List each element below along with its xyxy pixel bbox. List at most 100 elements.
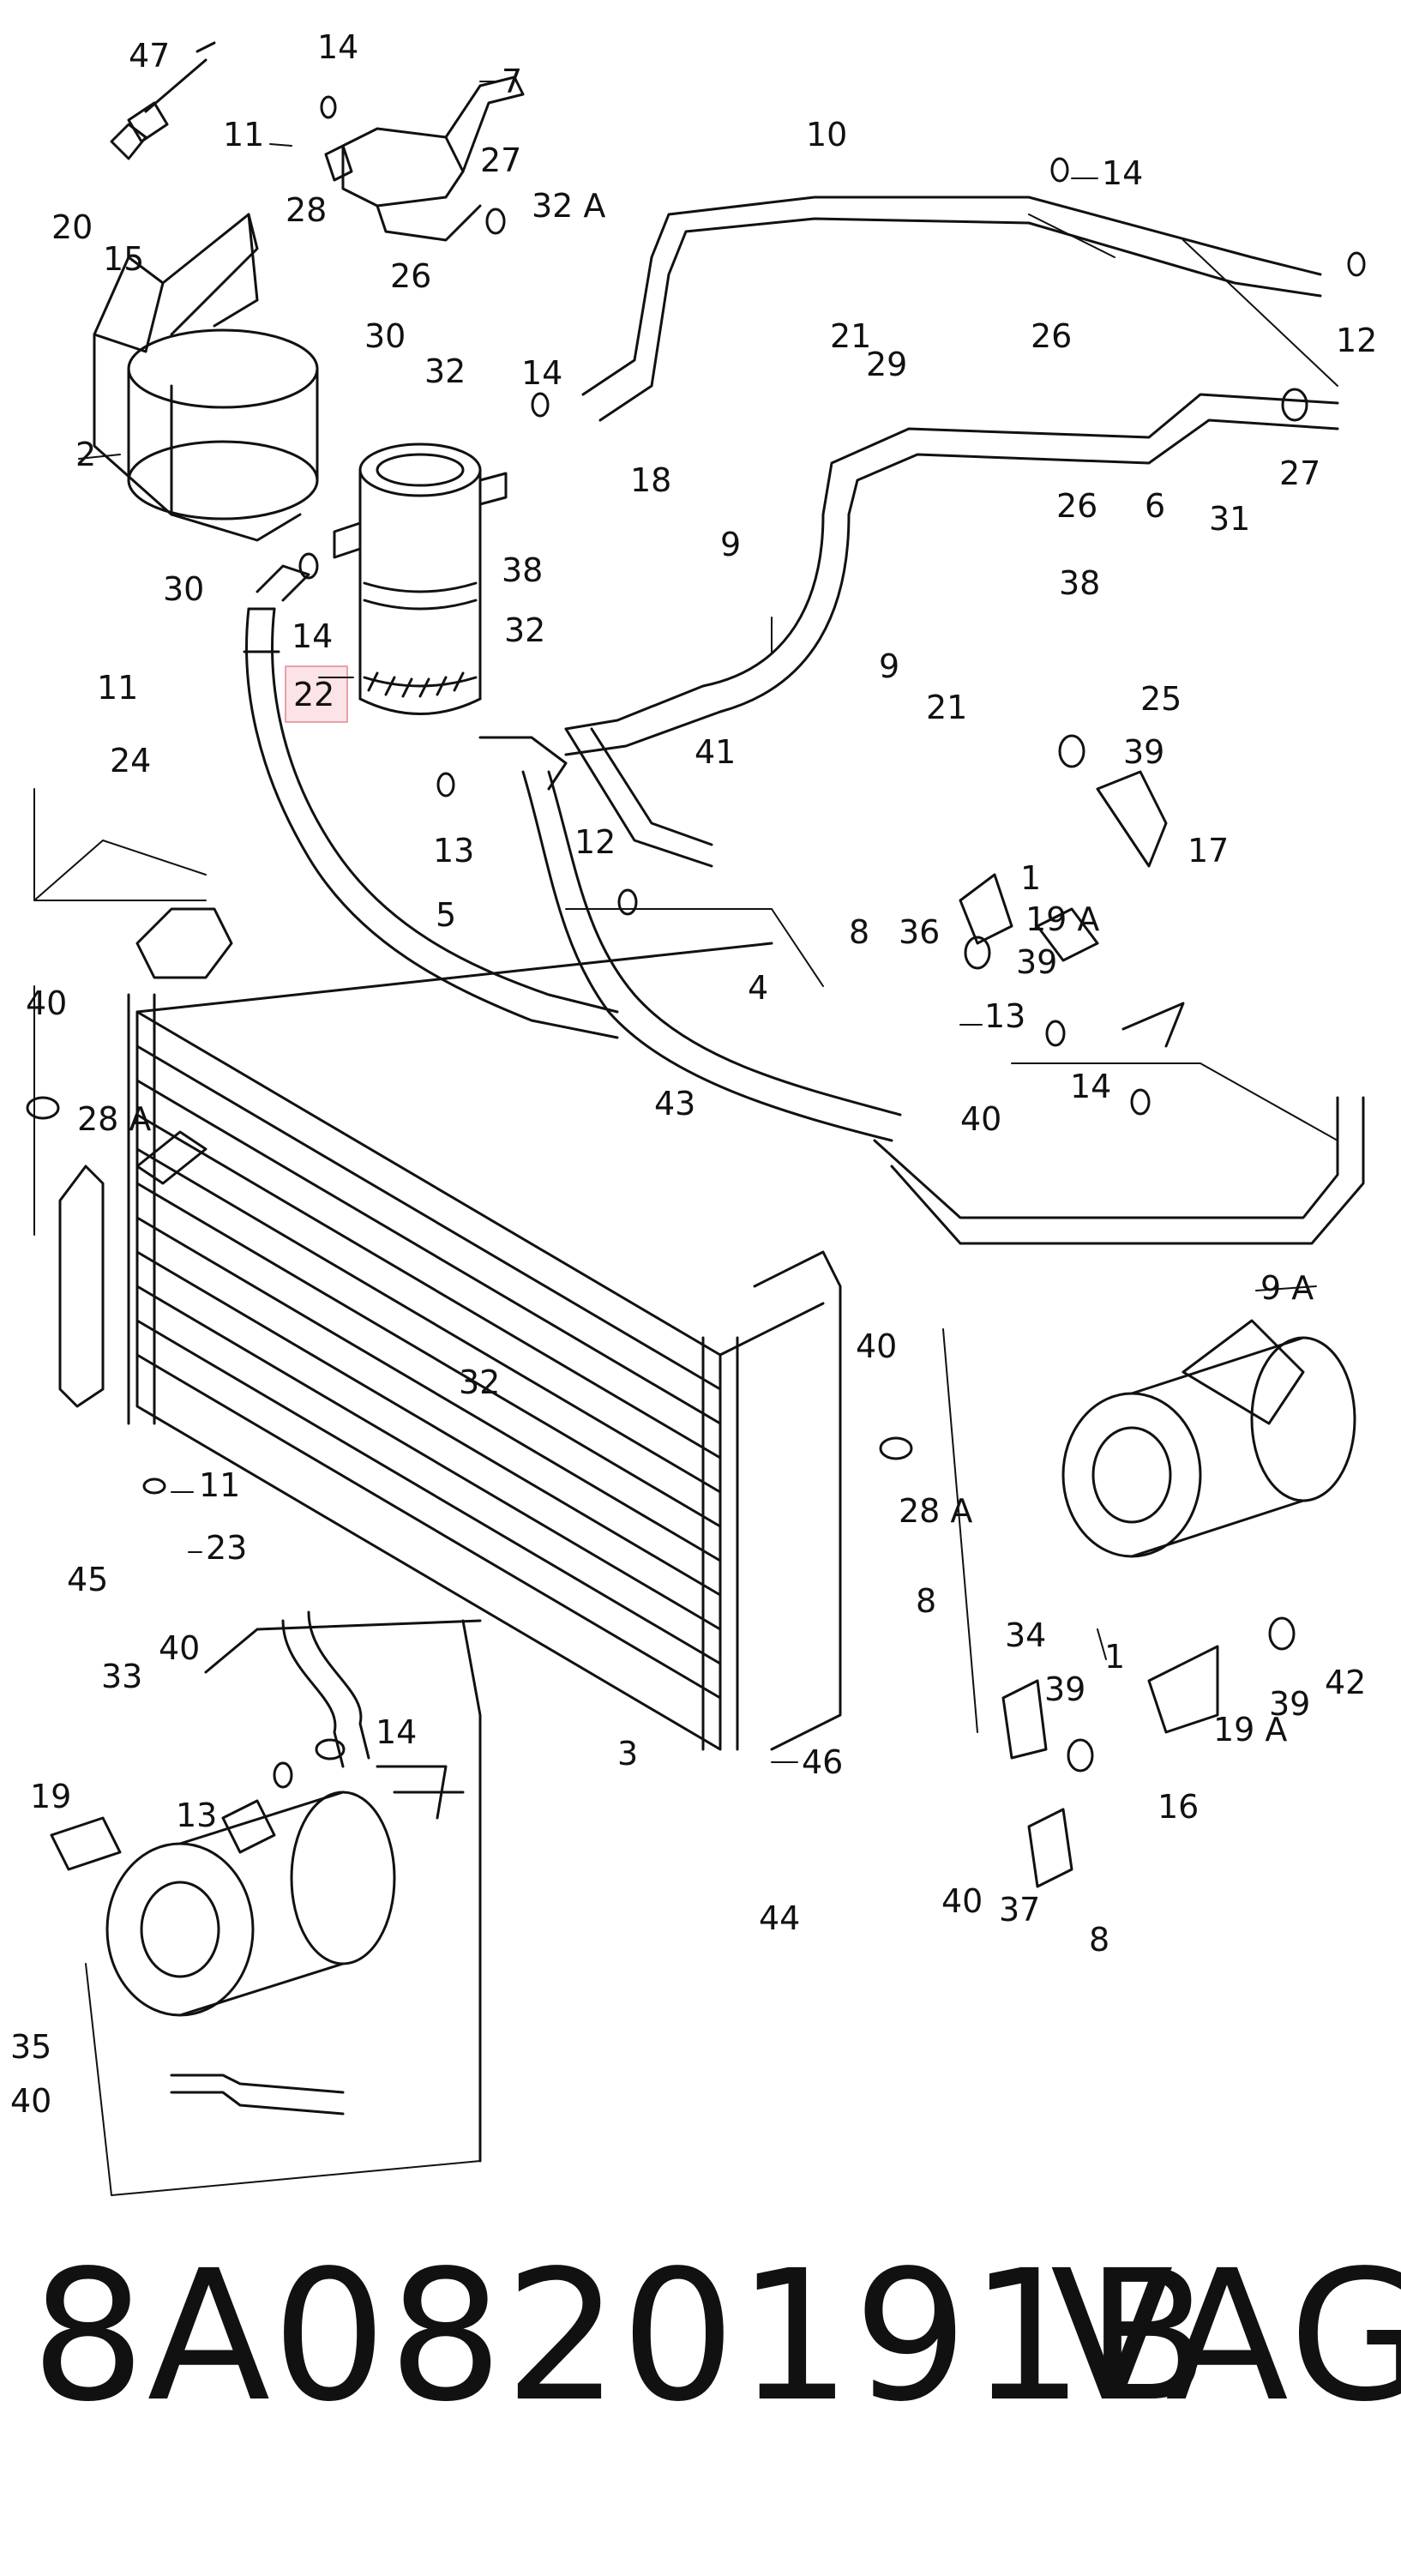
callout-8: 8 <box>849 913 869 951</box>
condenser <box>58 907 842 1751</box>
o-rings <box>26 95 1366 1789</box>
callout-9: 9 <box>720 526 741 563</box>
callout-16: 16 <box>1157 1788 1199 1826</box>
callout-12: 12 <box>1336 322 1377 359</box>
callout-13: 13 <box>433 832 474 870</box>
callout-23: 23 <box>206 1529 247 1567</box>
line-art <box>26 41 1366 2196</box>
callout-38: 38 <box>502 551 543 589</box>
callout-13: 13 <box>984 997 1025 1035</box>
callout-33: 33 <box>101 1658 142 1695</box>
callout-37: 37 <box>999 1891 1040 1929</box>
callout-21: 21 <box>926 689 967 726</box>
callout-7: 7 <box>502 63 522 100</box>
callout-22: 22 <box>293 676 334 713</box>
callout-5: 5 <box>436 896 456 934</box>
callout-4: 4 <box>748 969 768 1007</box>
callout-30: 30 <box>364 317 406 355</box>
callout-39: 39 <box>1016 943 1057 981</box>
callout-45: 45 <box>67 1561 108 1598</box>
callout-26: 26 <box>1056 487 1097 525</box>
callout-35: 35 <box>10 2028 51 2066</box>
callout-11: 11 <box>223 116 264 153</box>
pipe-right <box>873 1002 1365 1245</box>
callout-19A: 19 A <box>1213 1711 1287 1748</box>
callout-28: 28 <box>286 191 327 229</box>
brackets-right <box>959 770 1219 1888</box>
ac-system-exploded-diagram: 47 14 7 11 27 32 A 20 15 28 26 30 2 30 3… <box>10 28 1377 2196</box>
callout-21: 21 <box>830 317 871 355</box>
callout-14: 14 <box>1102 154 1143 192</box>
callout-46: 46 <box>802 1743 843 1781</box>
callout-32: 32 <box>459 1363 500 1401</box>
compressor-bottom-left <box>50 1791 396 2017</box>
callout-1: 1 <box>1104 1638 1125 1676</box>
reference-lines <box>33 214 1338 2196</box>
callout-20: 20 <box>51 208 93 246</box>
hose-compressor-bottom <box>170 1610 482 2163</box>
callout-14: 14 <box>1070 1068 1111 1105</box>
callout-labels: 47 14 7 11 27 32 A 20 15 28 26 30 2 30 3… <box>10 28 1377 2120</box>
callout-13: 13 <box>176 1797 217 1834</box>
callout-39: 39 <box>1123 733 1164 771</box>
callout-2: 2 <box>75 436 96 473</box>
pipe-10 <box>581 196 1322 422</box>
callout-18: 18 <box>630 461 671 499</box>
callout-44: 44 <box>759 1899 800 1937</box>
callout-9: 9 <box>879 647 899 685</box>
drier-bracket <box>93 213 319 542</box>
hose-5 <box>243 564 619 1039</box>
callout-30: 30 <box>163 570 204 608</box>
callout-19A: 19 A <box>1025 900 1099 938</box>
callout-40: 40 <box>26 984 67 1022</box>
callout-42: 42 <box>1325 1664 1366 1701</box>
expansion-valve <box>110 41 525 242</box>
callout-28A: 28 A <box>77 1100 151 1138</box>
hose-4 <box>478 736 902 1142</box>
receiver-drier <box>333 442 508 715</box>
brand-label: VAG <box>1050 2231 1401 2441</box>
callout-14: 14 <box>317 28 358 66</box>
callout-32A: 32 A <box>532 187 605 225</box>
hose-6 <box>564 393 1339 756</box>
callout-3: 3 <box>617 1735 638 1773</box>
callout-32: 32 <box>504 611 545 649</box>
callout-11: 11 <box>97 669 138 707</box>
part-number-label: 8A0820191B <box>31 2231 1212 2441</box>
callout-8: 8 <box>1089 1921 1109 1959</box>
callout-32: 32 <box>424 352 466 390</box>
callout-24: 24 <box>110 742 151 779</box>
callout-26: 26 <box>1031 317 1072 355</box>
callout-40: 40 <box>960 1100 1001 1138</box>
callout-25: 25 <box>1140 680 1182 718</box>
callout-14: 14 <box>292 617 333 655</box>
callout-38: 38 <box>1059 564 1100 602</box>
callout-10: 10 <box>806 116 847 153</box>
callout-36: 36 <box>899 913 940 951</box>
callout-17: 17 <box>1188 832 1229 870</box>
compressor-top-right <box>1061 1319 1356 1558</box>
callout-6: 6 <box>1145 487 1165 525</box>
callout-39: 39 <box>1044 1670 1085 1708</box>
callout-11: 11 <box>199 1466 240 1504</box>
callout-40: 40 <box>856 1327 897 1365</box>
callout-27: 27 <box>1279 454 1320 492</box>
callout-40: 40 <box>159 1629 200 1667</box>
callout-34: 34 <box>1005 1616 1046 1654</box>
callout-14: 14 <box>521 354 562 392</box>
callout-1: 1 <box>1020 859 1041 897</box>
callout-26: 26 <box>390 257 431 295</box>
pipe-12 <box>564 727 713 868</box>
callout-39: 39 <box>1269 1685 1310 1723</box>
callout-41: 41 <box>694 733 736 771</box>
highlight-box <box>285 665 348 723</box>
callout-31: 31 <box>1209 500 1250 538</box>
callout-29: 29 <box>866 346 907 383</box>
callout-40: 40 <box>941 1882 983 1920</box>
callout-27: 27 <box>480 141 521 179</box>
callout-19: 19 <box>30 1778 71 1815</box>
callout-15: 15 <box>103 240 144 278</box>
callout-43: 43 <box>654 1085 695 1122</box>
callout-28A: 28 A <box>899 1492 972 1530</box>
